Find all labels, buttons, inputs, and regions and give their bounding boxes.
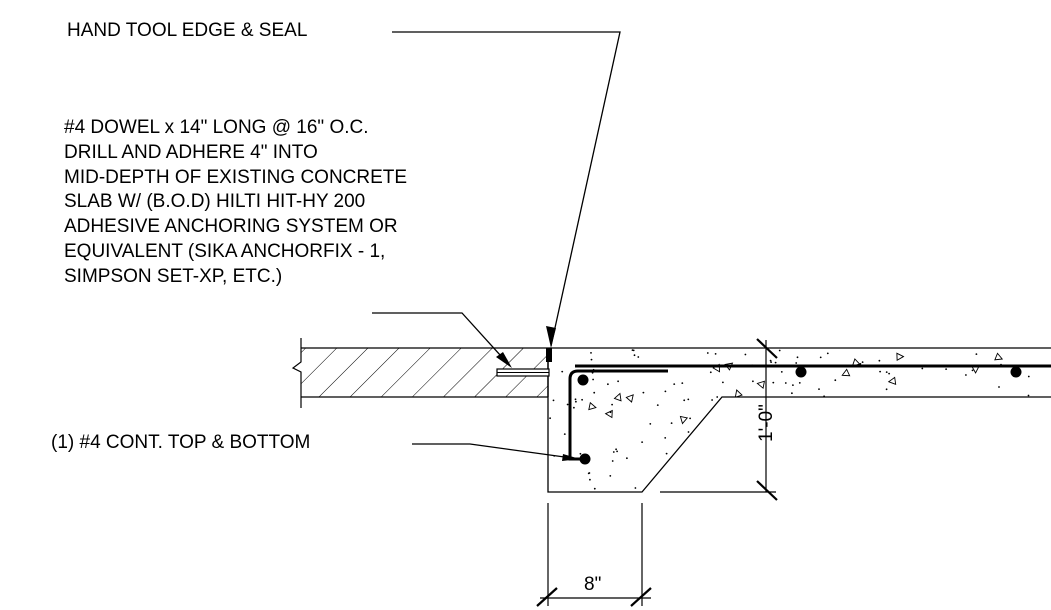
leader-arrowheads xyxy=(496,326,580,461)
depth-dimension xyxy=(660,338,778,501)
leader-lines xyxy=(372,31,621,460)
dowel-note-line: DRILL AND ADHERE 4" INTO xyxy=(64,141,318,163)
edge-rebar-bend xyxy=(568,369,668,461)
cont-bar-top xyxy=(577,374,589,386)
slab-bar-2 xyxy=(1010,366,1022,378)
dowel-note-line: SLAB W/ (B.O.D) HILTI HIT-HY 200 xyxy=(64,191,366,213)
dowel-note-line: ADHESIVE ANCHORING SYSTEM OR xyxy=(64,216,398,238)
cont-bar-bottom xyxy=(579,453,591,465)
dowel-bar xyxy=(496,368,550,377)
dowel-note: #4 DOWEL x 14" LONG @ 16" O.C. DRILL AND… xyxy=(64,116,407,290)
dowel-note-line: #4 DOWEL x 14" LONG @ 16" O.C. xyxy=(64,117,369,138)
dowel-note-line: SIMPSON SET-XP, ETC.) xyxy=(64,265,283,287)
dowel-note-line: MID-DEPTH OF EXISTING CONCRETE xyxy=(64,166,408,188)
depth-dimension-label: 1'-0" xyxy=(756,404,777,442)
hand-tool-edge-note: HAND TOOL EDGE & SEAL xyxy=(67,20,308,41)
joint-sealant xyxy=(546,348,552,362)
dowel-note-line: EQUIVALENT (SIKA ANCHORFIX - 1, xyxy=(64,240,386,262)
slab-bar-1 xyxy=(795,366,807,378)
width-dimension xyxy=(536,503,652,607)
rebar-note: (1) #4 CONT. TOP & BOTTOM xyxy=(51,432,311,453)
width-dimension-label: 8" xyxy=(584,574,601,595)
